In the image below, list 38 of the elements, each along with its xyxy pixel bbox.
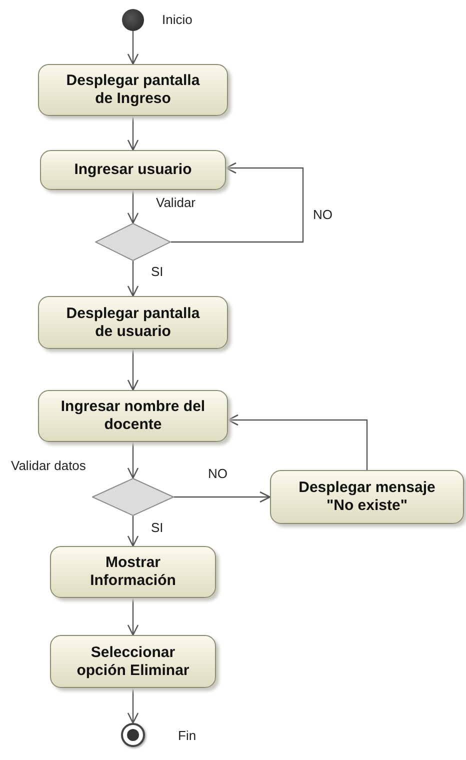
- node-caption: Inicio: [162, 12, 192, 27]
- end-node: [121, 723, 145, 747]
- arrow: [227, 414, 368, 470]
- action-box: [50, 635, 216, 688]
- action-label: Desplegar pantalla de Ingreso: [65, 72, 201, 108]
- arrow: [127, 516, 139, 547]
- edge-label: Validar datos: [10, 458, 87, 473]
- action-label: Desplegar pantalla de usuario: [65, 304, 201, 340]
- edge-label: NO: [207, 466, 228, 481]
- decision-diamond: [95, 223, 171, 261]
- edge-label: SI: [150, 520, 164, 535]
- start-node: [122, 9, 144, 31]
- arrow: [127, 261, 139, 297]
- arrow: [127, 116, 139, 151]
- action-label: Ingresar nombre del docente: [60, 398, 206, 434]
- action-box: [270, 470, 464, 524]
- action-label: Desplegar mensaje "No existe": [298, 479, 436, 515]
- edge-label: SI: [150, 264, 164, 279]
- action-box: [38, 296, 228, 349]
- arrow: [127, 31, 139, 65]
- edge-label: NO: [312, 207, 334, 222]
- action-box: [38, 390, 228, 442]
- action-box: [40, 150, 226, 190]
- node-caption: Fin: [178, 728, 196, 743]
- arrow: [127, 190, 139, 224]
- arrow: [127, 688, 139, 724]
- arrow: [174, 491, 271, 503]
- action-label: Mostrar Información: [89, 554, 177, 590]
- arrow: [127, 598, 139, 636]
- decision-diamond: [92, 478, 174, 516]
- arrow: [171, 162, 304, 243]
- edge-label: Validar: [155, 195, 197, 210]
- action-box: [38, 64, 228, 116]
- arrow: [127, 349, 139, 391]
- arrow: [127, 442, 139, 479]
- action-label: Seleccionar opción Eliminar: [76, 644, 190, 680]
- action-label: Ingresar usuario: [73, 161, 193, 179]
- action-box: [50, 546, 216, 598]
